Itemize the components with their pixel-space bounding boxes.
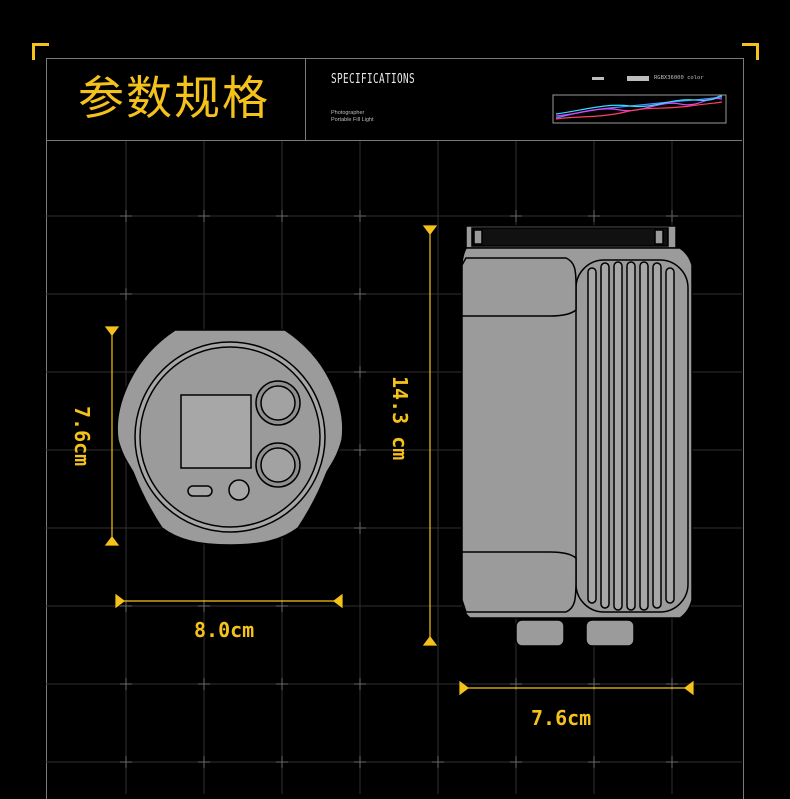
- side-view-device: [461, 225, 693, 647]
- main-frame: [46, 58, 744, 799]
- product-description-line2: Portable Fill Light: [331, 116, 374, 123]
- corner-bracket-top-left: [32, 43, 49, 60]
- header-divider: [305, 58, 306, 140]
- side-width-label: 7.6cm: [531, 706, 592, 730]
- legend-swatch-small: [592, 77, 604, 80]
- header-band: [46, 58, 742, 141]
- front-width-label: 8.0cm: [194, 618, 255, 642]
- corner-bracket-top-right: [742, 43, 759, 60]
- grid-cross-marks: [120, 210, 678, 768]
- page-title: 参数规格: [78, 71, 270, 125]
- front-view-device: [116, 329, 344, 546]
- legend-swatch-large: [627, 76, 649, 81]
- product-description-line1: Photographer: [331, 110, 365, 116]
- spectrum-graphic: [552, 94, 727, 124]
- product-description: Photographer Portable Fill Light: [331, 110, 374, 123]
- dimension-lines: [104, 225, 694, 696]
- page-subtitle-en: SPECIFICATIONS: [331, 72, 415, 87]
- legend-label: RGBX36000 color: [654, 75, 704, 81]
- side-height-label: 14.3 cm: [388, 376, 412, 461]
- front-height-label: 7.6cm: [70, 406, 94, 467]
